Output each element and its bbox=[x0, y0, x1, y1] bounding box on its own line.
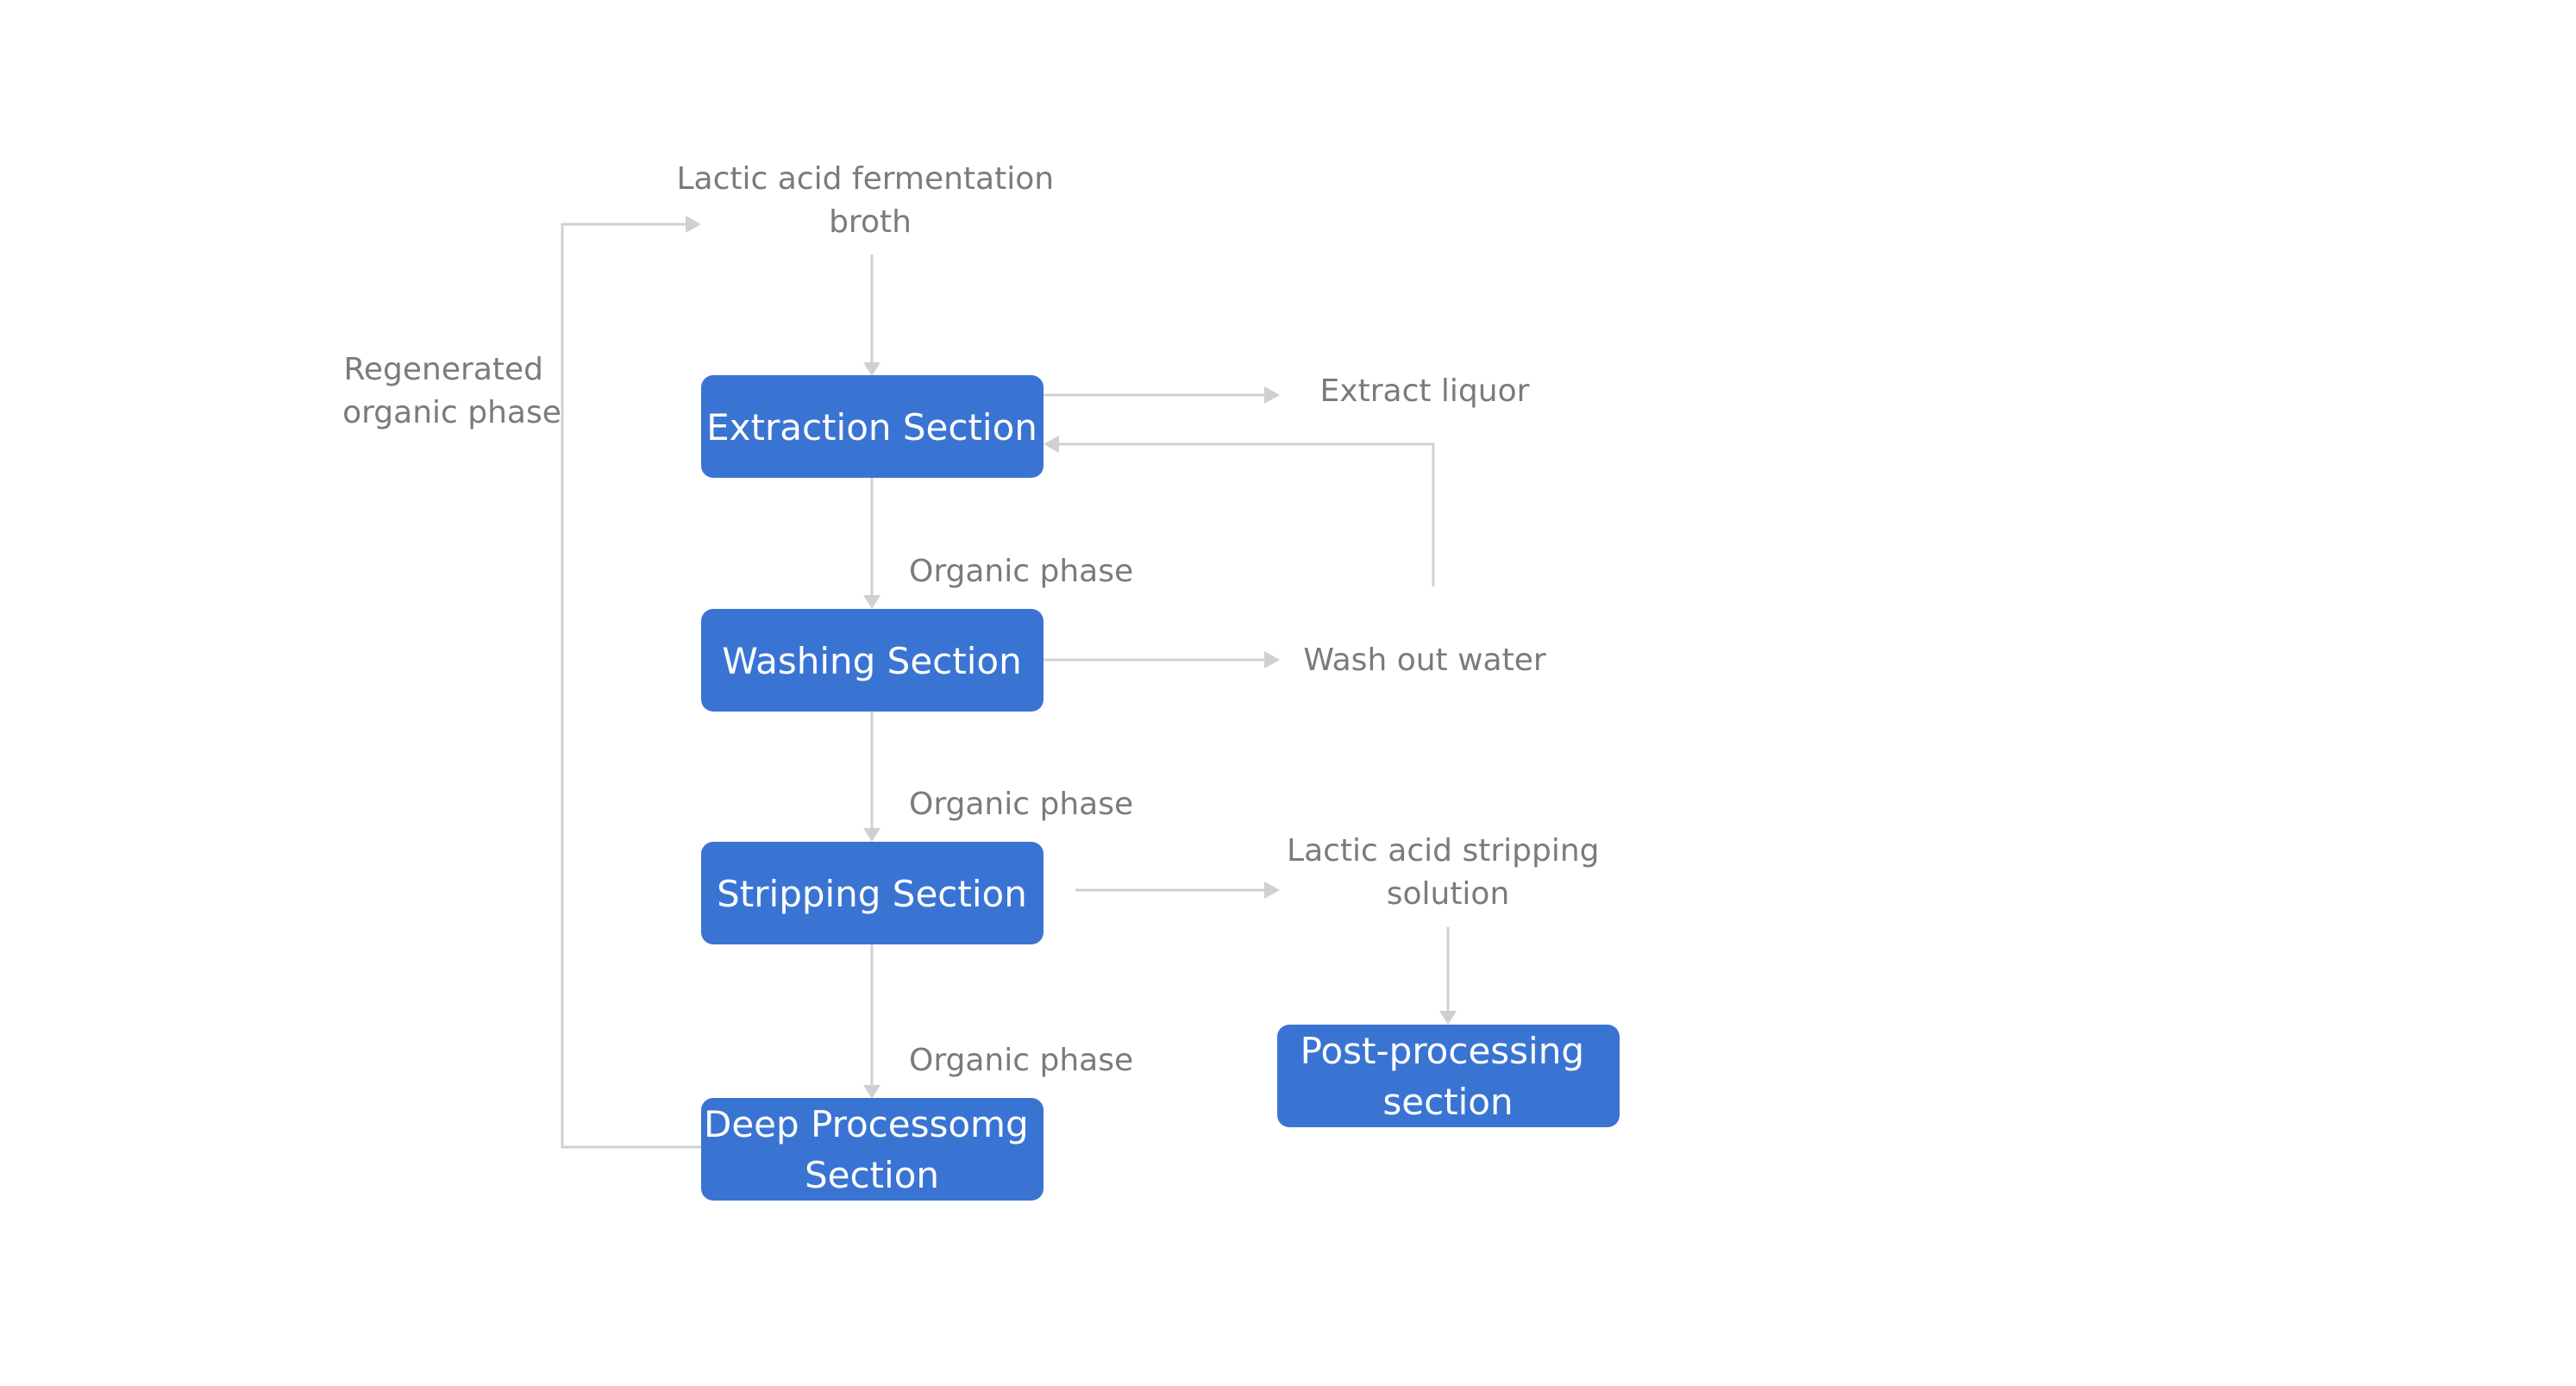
arrow-broth-to-extraction bbox=[863, 362, 881, 376]
arrow-extraction-to-extract-liquor bbox=[1264, 386, 1280, 404]
wash-out-water-label: Wash out water bbox=[1303, 643, 1546, 678]
organic-phase-label-3: Organic phase bbox=[909, 1043, 1133, 1078]
stripping-solution-label: Lactic acid stripping solution bbox=[1287, 833, 1609, 912]
arrow-wash-water-recycle bbox=[1044, 436, 1059, 453]
stripping-section-node: Stripping Section bbox=[701, 842, 1044, 944]
connectors bbox=[561, 216, 1457, 1149]
washing-section-box bbox=[701, 609, 1044, 712]
washing-section-node: Washing Section bbox=[701, 609, 1044, 712]
regenerated-organic-phase-label: Regenerated organic phase bbox=[342, 352, 561, 430]
organic-phase-label-1: Organic phase bbox=[909, 554, 1133, 589]
stripping-section-box bbox=[701, 842, 1044, 944]
deep-processing-section-box bbox=[701, 1098, 1044, 1201]
arrow-extraction-to-washing bbox=[863, 595, 881, 609]
arrow-stripping-to-solution bbox=[1264, 881, 1280, 899]
deep-processing-section-label: Deep Processomg Section bbox=[704, 1103, 1040, 1196]
extraction-section-label: Extraction Section bbox=[706, 406, 1037, 448]
edge-wash-water-recycle bbox=[1059, 442, 1435, 586]
arrow-washing-to-stripping bbox=[863, 828, 881, 842]
arrow-washing-to-wash-water bbox=[1264, 651, 1280, 668]
arrow-stripping-to-deep-processing bbox=[863, 1085, 881, 1099]
extraction-section-node: Extraction Section bbox=[701, 375, 1044, 478]
extract-liquor-label: Extract liquor bbox=[1320, 373, 1530, 409]
edge-regenerated-loop bbox=[561, 223, 701, 1149]
stripping-section-label: Stripping Section bbox=[717, 873, 1027, 915]
deep-processing-section-node: Deep Processomg Section bbox=[701, 1098, 1044, 1201]
post-processing-section-box bbox=[1277, 1025, 1620, 1127]
flow-labels: Lactic acid fermentation broth Regenerat… bbox=[342, 161, 1609, 1078]
post-processing-section-node: Post-processing section bbox=[1277, 1025, 1620, 1127]
arrow-regenerated-loop bbox=[686, 216, 701, 233]
washing-section-label: Washing Section bbox=[722, 640, 1021, 682]
post-processing-section-label: Post-processing section bbox=[1301, 1030, 1596, 1123]
arrow-solution-to-post-processing bbox=[1439, 1011, 1457, 1025]
broth-label: Lactic acid fermentation broth bbox=[676, 161, 1063, 240]
extraction-section-box bbox=[701, 375, 1044, 478]
organic-phase-label-2: Organic phase bbox=[909, 787, 1133, 822]
